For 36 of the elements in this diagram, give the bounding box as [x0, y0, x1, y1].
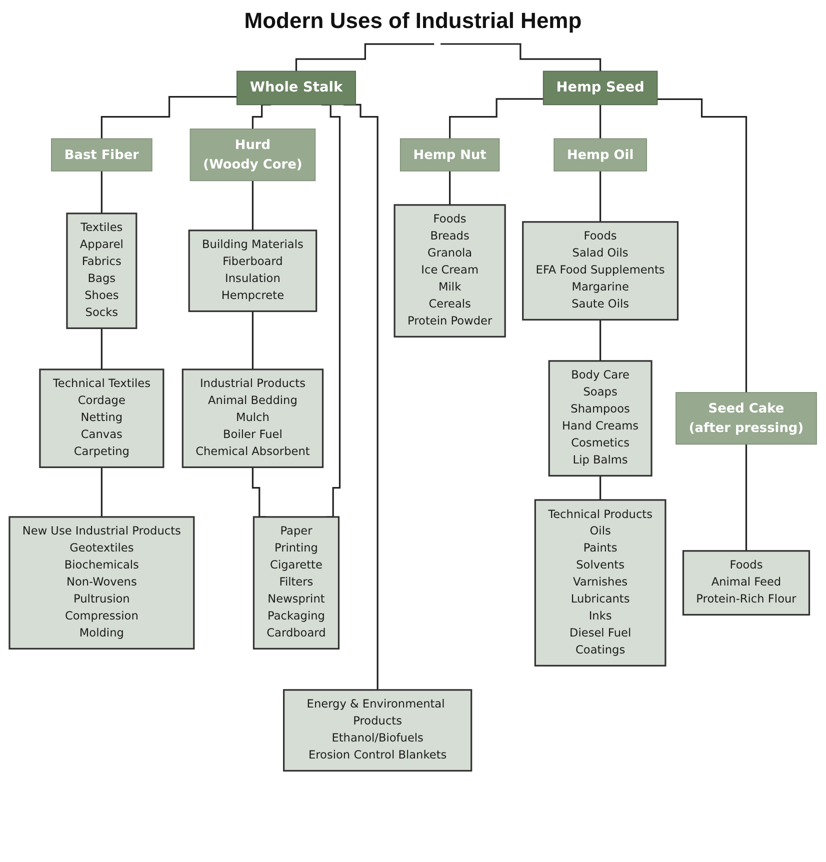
node-box: Technical Textiles Cordage Netting Canvas Carpeting — [39, 368, 164, 468]
connector — [252, 180, 254, 232]
node-box: Hemp Nut — [400, 138, 500, 172]
node-box: Hemp Seed — [542, 70, 658, 106]
node-box: Body Care Soaps Shampoos Hand Creams Cosmetics Lip Balms — [548, 360, 652, 477]
node-box: Building Materials Fiberboard Insulation Hempcrete — [188, 230, 318, 312]
connector — [100, 466, 102, 518]
node-box: New Use Industrial Products Geotextiles Biochemicals Non-Wovens Pultrusion Compression Molding — [8, 516, 195, 650]
connector — [600, 104, 602, 140]
node-box: Foods Animal Feed Protein-Rich Flour — [682, 550, 810, 616]
connector — [600, 318, 602, 362]
node-box: Industrial Products Animal Bedding Mulch Boiler Fuel Chemical Absorbent — [182, 368, 324, 468]
connector — [745, 443, 748, 552]
connector — [657, 98, 748, 394]
node-box: Bast Fiber — [51, 138, 152, 172]
connector — [440, 43, 602, 72]
node-box: Technical Products Oils Paints Solvents Varnishes Lubricants Inks Diesel Fuel Coatings — [534, 499, 666, 666]
connector — [252, 310, 254, 370]
node-box: Seed Cake (after pressing) — [676, 392, 817, 445]
connector — [449, 170, 451, 206]
node-box: Textiles Apparel Fabrics Bags Shoes Socks — [66, 212, 138, 330]
node-box: Hurd (Woody Core) — [190, 128, 316, 182]
node-box: Paper Printing Cigarette Filters Newsprint Packaging Cardboard — [252, 516, 340, 650]
diagram-title: Modern Uses of Industrial Hemp — [243, 8, 583, 34]
connector — [100, 170, 102, 214]
connector — [600, 170, 602, 223]
connector — [100, 96, 237, 140]
node-box: Energy & Environmental Products Ethanol/Biofuels Erosion Control Blankets — [283, 689, 472, 772]
connector — [449, 98, 544, 140]
connector — [295, 43, 434, 72]
connector — [100, 327, 102, 370]
connector — [600, 474, 602, 501]
node-box: Foods Salad Oils EFA Food Supplements Margarine Saute Oils — [522, 221, 679, 321]
node-box: Hemp Oil — [554, 138, 647, 172]
node-box: Foods Breads Granola Ice Cream Milk Cereals Protein Powder — [394, 204, 506, 338]
node-box: Whole Stalk — [236, 70, 356, 106]
